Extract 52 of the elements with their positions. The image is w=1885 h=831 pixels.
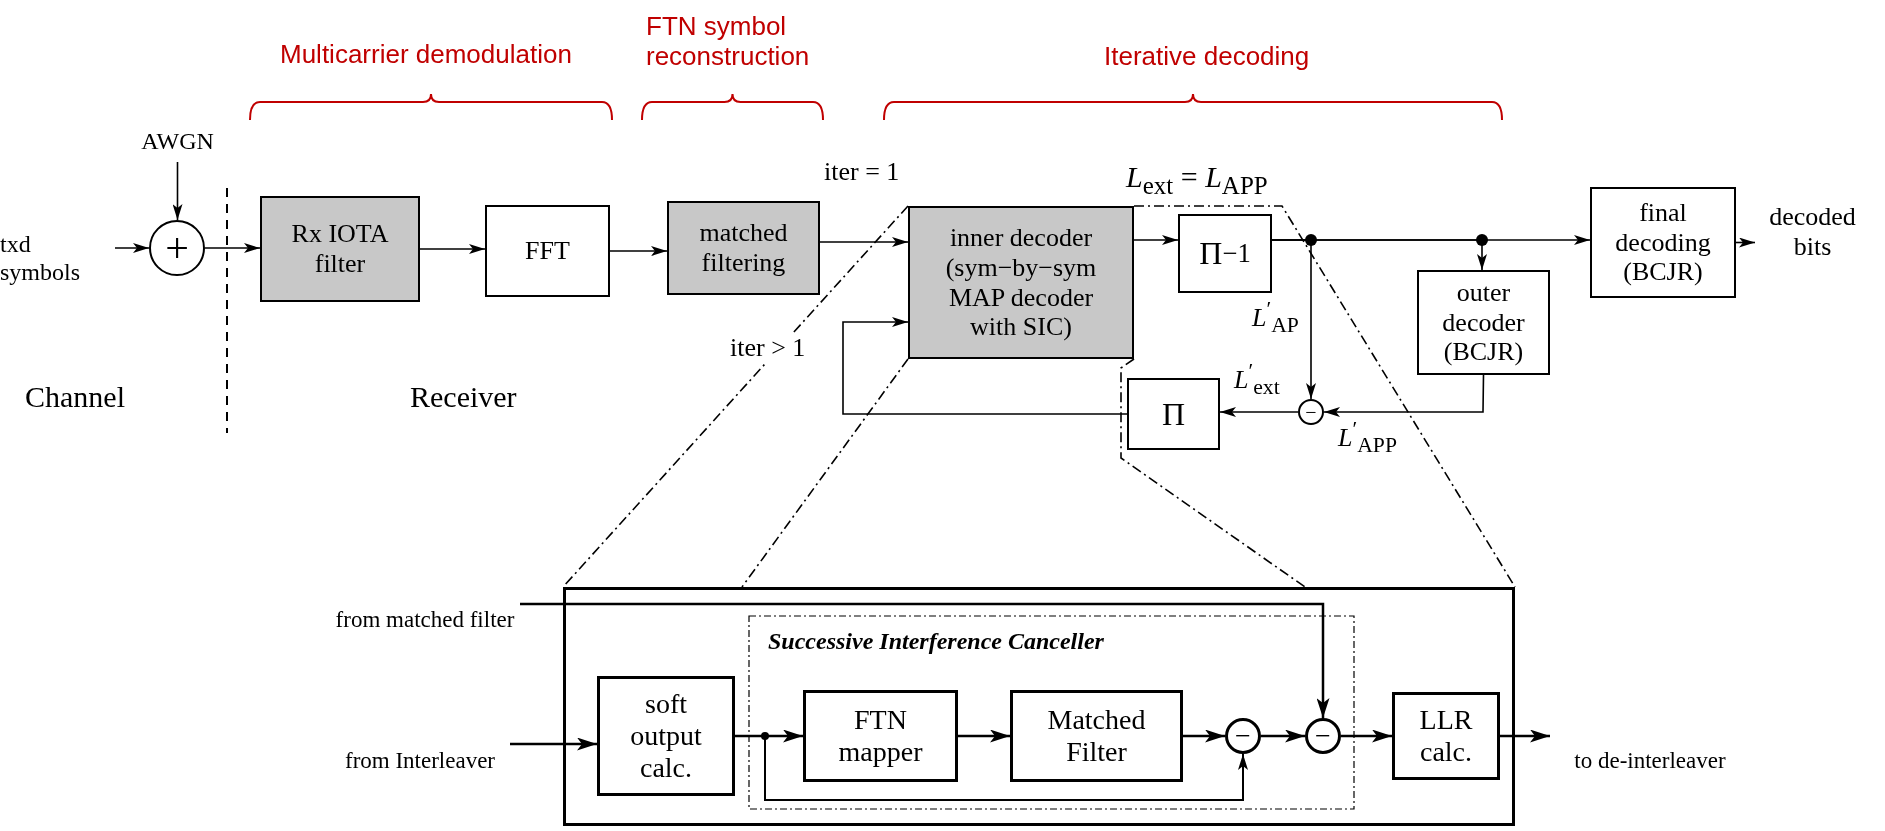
decoder-box: outer decoder (BCJR) — [1417, 270, 1550, 375]
arrow — [114, 243, 150, 253]
section-heading: Iterative decoding — [1104, 42, 1310, 72]
arrow — [1500, 729, 1550, 743]
arrow — [510, 737, 597, 751]
arrow — [1261, 729, 1305, 743]
section-heading: FTN symbol reconstruction — [646, 12, 811, 72]
subtractor-circle: − — [1305, 718, 1341, 754]
arrow — [842, 317, 1128, 415]
process-box: final decoding (BCJR) — [1590, 187, 1736, 298]
canceller-group — [748, 615, 1355, 810]
zoom-projection-line — [741, 358, 909, 588]
block-title: Successive Interference Canceller — [768, 629, 1105, 655]
process-box: FFT — [485, 205, 610, 297]
arrow — [1341, 729, 1392, 743]
process-box: soft output calc. — [597, 676, 735, 796]
input-label: from Interleaver — [330, 733, 510, 789]
zoom-projection-line — [1133, 205, 1516, 588]
arrow — [204, 243, 261, 253]
input-label: from matched filter — [330, 592, 520, 648]
arrow — [172, 161, 183, 221]
process-box: Matched Filter — [1010, 690, 1183, 782]
subtractor-circle: − — [1225, 718, 1261, 754]
process-box: LLR calc. — [1392, 692, 1500, 780]
section-heading: Multicarrier demodulation — [280, 40, 572, 70]
arrow — [1183, 729, 1225, 743]
arrow — [520, 602, 1330, 718]
region-label: Channel — [25, 380, 125, 414]
arrow — [1271, 239, 1316, 400]
summing-junction: + — [149, 220, 205, 276]
signal-label: txd symbols — [0, 228, 115, 290]
equation-label: L$_{ext}$ = L$_{APP}$ — [1126, 160, 1268, 200]
arrow — [419, 244, 486, 254]
arrow — [1133, 235, 1179, 245]
interleaver-box: Π — [1127, 378, 1220, 450]
zoom-projection-line — [1120, 358, 1306, 588]
subtractor-circle: − — [1298, 399, 1324, 425]
arrow — [609, 246, 668, 256]
noise-label: AWGN — [120, 122, 235, 162]
process-box: matched filtering — [667, 201, 820, 295]
arrow — [1735, 237, 1756, 248]
arrow — [819, 237, 909, 247]
process-box: FTN mapper — [803, 690, 958, 782]
process-box: Rx IOTA filter — [260, 196, 420, 302]
output-label: decoded bits — [1755, 198, 1870, 266]
decoder-box: inner decoder (sym−by−sym MAP decoder with SIC) — [908, 206, 1134, 359]
region-label: Receiver — [410, 380, 517, 414]
arrow — [958, 729, 1010, 743]
arrow — [1219, 407, 1299, 417]
detail-frame — [563, 587, 1515, 826]
output-label: to de-interleaver — [1550, 733, 1750, 789]
arrow — [1323, 374, 1485, 417]
